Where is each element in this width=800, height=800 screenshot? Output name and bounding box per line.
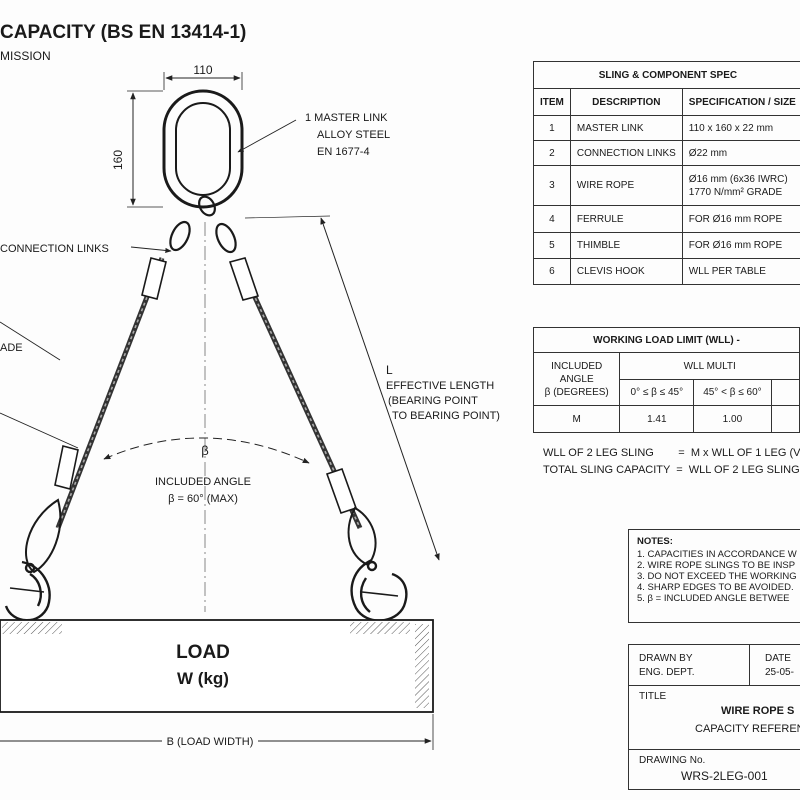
title-block: DRAWN BY ENG. DEPT. DATE 25-05- TITLE WI… — [628, 644, 800, 790]
effective-length-dim — [320, 217, 440, 561]
drawing-title: CAPACITY (BS EN 13414-1) — [0, 22, 246, 43]
angle-label-1: INCLUDED ANGLE — [155, 476, 251, 488]
leader-left-2 — [0, 412, 79, 449]
title-label: TITLE — [639, 691, 667, 702]
angle-label-2: β = 60° (MAX) — [168, 493, 238, 505]
drawn-by-label: DRAWN BY — [639, 653, 693, 664]
table-row: 1 MASTER LINK 110 x 160 x 22 mm — [533, 115, 800, 141]
right-clevis-hook — [350, 558, 408, 622]
component-spec-table: SLING & COMPONENT SPEC ITEM DESCRIPTION … — [533, 61, 800, 285]
notes-title: NOTES: — [637, 536, 673, 547]
wll-table: WORKING LOAD LIMIT (WLL) - INCLUDED ANGL… — [532, 327, 800, 433]
ext-line — [244, 215, 331, 219]
note-item: 1. CAPACITIES IN ACCORDANCE W — [637, 549, 797, 560]
col-header-spec: SPECIFICATION / SIZE — [681, 88, 800, 116]
left-sling-leg — [25, 257, 167, 574]
divider — [749, 645, 750, 685]
angle-header: INCLUDED ANGLE β (DEGREES) — [532, 352, 621, 406]
title-line-2: CAPACITY REFEREN — [695, 723, 800, 735]
load-width-label: B (LOAD WIDTH) — [167, 736, 254, 748]
length-label-1: EFFECTIVE LENGTH — [386, 380, 494, 392]
range-header-3 — [770, 379, 800, 406]
col-header-description: DESCRIPTION — [569, 88, 683, 116]
col-header-item: ITEM — [533, 88, 571, 116]
master-link — [162, 89, 244, 209]
date-value: 25-05- — [765, 667, 794, 678]
master-link-callout-2: ALLOY STEEL — [317, 129, 390, 141]
leader-connection-links — [130, 246, 172, 253]
note-item: 4. SHARP EDGES TO BE AVOIDED. — [637, 582, 794, 593]
included-angle-arc — [103, 437, 310, 464]
right-sling-leg — [228, 257, 377, 567]
dim-width-label: 110 — [193, 63, 212, 77]
drawing-subtitle: MISSION — [0, 49, 51, 63]
table-row: 2 CONNECTION LINKS Ø22 mm — [533, 140, 800, 166]
component-table-title: SLING & COMPONENT SPEC — [533, 61, 800, 89]
drawing-no-value: WRS-2LEG-001 — [681, 769, 768, 783]
table-row: 4 FERRULE FOR Ø16 mm ROPE — [533, 205, 800, 233]
leader-left-1 — [0, 321, 61, 361]
load-block — [0, 619, 434, 713]
note-item: 5. β = INCLUDED ANGLE BETWEE — [637, 593, 790, 604]
equation-total-capacity: TOTAL SLING CAPACITY = WLL OF 2 LEG SLIN… — [543, 464, 800, 476]
grade-label-fragment: ADE — [0, 342, 23, 354]
beta-symbol: β — [201, 443, 208, 458]
leader-master-link — [237, 119, 297, 153]
notes-box: NOTES: 1. CAPACITIES IN ACCORDANCE W 2. … — [628, 529, 800, 623]
range-header-2: 45° < β ≤ 60° — [693, 379, 772, 406]
equation-wll-2-leg: WLL OF 2 LEG SLING = M x WLL OF 1 LEG (V — [543, 447, 800, 459]
length-label-2: (BEARING POINT — [388, 395, 478, 407]
range-header-1: 0° ≤ β ≤ 45° — [619, 379, 695, 406]
length-symbol: L — [386, 363, 393, 377]
table-row: 3 WIRE ROPE Ø16 mm (6x36 IWRC) 1770 N/mm… — [533, 165, 800, 206]
table-row: 6 CLEVIS HOOK WLL PER TABLE — [533, 258, 800, 285]
dim-height-label: 160 — [111, 150, 125, 170]
drawing-no-label: DRAWING No. — [639, 755, 706, 766]
title-line-1: WIRE ROPE S — [721, 705, 795, 717]
connection-links — [169, 195, 237, 254]
table-row: 5 THIMBLE FOR Ø16 mm ROPE — [533, 232, 800, 259]
multiplier-header: WLL MULTI — [619, 352, 800, 380]
wll-table-title: WORKING LOAD LIMIT (WLL) - — [533, 327, 800, 353]
dim-label-mask — [162, 733, 258, 749]
note-item: 2. WIRE ROPE SLINGS TO BE INSP — [637, 560, 796, 571]
divider — [629, 749, 800, 750]
divider — [629, 685, 800, 686]
load-weight-label: W (kg) — [177, 669, 229, 688]
length-label-3: TO BEARING POINT) — [392, 410, 500, 422]
left-clevis-hook — [4, 560, 51, 622]
master-link-callout-3: EN 1677-4 — [317, 146, 370, 158]
master-link-callout-1: 1 MASTER LINK — [305, 112, 388, 124]
drawn-by-value: ENG. DEPT. — [639, 667, 695, 678]
table-row: M 1.41 1.00 — [532, 405, 800, 433]
note-item: 3. DO NOT EXCEED THE WORKING — [637, 571, 797, 582]
date-label: DATE — [765, 653, 791, 664]
load-label: LOAD — [176, 642, 230, 663]
connection-links-label: CONNECTION LINKS — [0, 243, 109, 255]
